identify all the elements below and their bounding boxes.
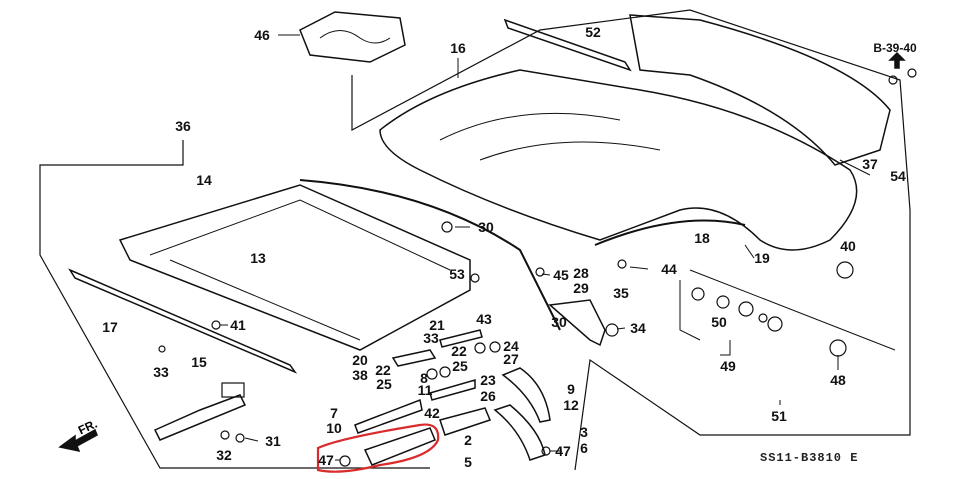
group-outline-36 [39,140,430,469]
callout-33: 33 [423,330,439,346]
callout-35: 35 [613,285,629,301]
arrow-up-icon [888,51,906,69]
callout-27: 27 [503,351,519,367]
callout-16: 16 [450,40,466,56]
callout-25b: 25 [452,358,468,374]
part-2-trim [439,407,492,436]
callout-33b: 33 [153,364,169,380]
callout-52: 52 [585,24,601,40]
callout-26: 26 [480,388,496,404]
callout-45: 45 [553,267,569,283]
callout-43: 43 [476,311,492,327]
callout-2: 2 [464,432,472,448]
part-16-soft-top [379,69,858,251]
callout-34: 34 [630,320,646,336]
part-28-strip [548,299,606,347]
callout-11: 11 [417,382,433,398]
callout-42: 42 [424,405,440,421]
part-20-plate [391,349,437,367]
callout-12: 12 [563,397,579,413]
callout-32: 32 [216,447,232,463]
part-15-bracket [153,394,247,441]
callout-5: 5 [464,454,472,470]
callout-47: 47 [318,452,334,468]
part-52-strip [503,18,632,72]
callout-23: 23 [480,372,496,388]
part-7-trim [354,398,423,434]
callout-21: 21 [429,317,445,333]
part-37-rear-frame [629,14,891,166]
callout-30: 30 [478,219,494,235]
front-arrow-icon [58,428,98,453]
callout-17: 17 [102,319,118,335]
callout-41: 41 [230,317,246,333]
group-outline-main [351,9,911,471]
callout-7: 7 [330,405,338,421]
reference-callout: B-39-40 [873,41,917,55]
callout-38: 38 [352,367,368,383]
part-14-frame [118,184,471,351]
part-17-rail [68,268,298,374]
callout-6: 6 [580,440,588,456]
callout-10: 10 [326,420,342,436]
callout-28: 28 [573,265,589,281]
callout-40: 40 [840,238,856,254]
callout-49: 49 [720,358,736,374]
callout-53: 53 [449,266,465,282]
callout-51: 51 [771,408,787,424]
callout-46: 46 [254,27,270,43]
callout-9: 9 [567,381,575,397]
callout-19: 19 [754,250,770,266]
callout-29: 29 [573,280,589,296]
callout-24: 24 [503,338,519,354]
callout-36: 36 [175,118,191,134]
callout-8: 8 [420,370,428,386]
callout-20: 20 [352,352,368,368]
callout-22b: 22 [375,362,391,378]
callout-30b: 30 [551,314,567,330]
callout-31: 31 [265,433,281,449]
part-18-molding [594,219,746,246]
part-11-trim [429,379,476,401]
callout-25: 25 [376,376,392,392]
callout-13: 13 [250,250,266,266]
highlight-outline [316,423,440,473]
callout-44: 44 [661,261,677,277]
part-21-plate [439,329,483,348]
fasteners [158,68,917,467]
diagram-code: SS11-B3810 E [760,451,859,465]
callout-3: 3 [580,424,588,440]
part-46-pad [299,11,406,63]
part-9-trim [501,367,551,423]
part-3-trim [493,404,546,461]
callout-50: 50 [711,314,727,330]
part-highlighted-trim [363,427,436,466]
callout-47b: 47 [555,443,571,459]
callout-15: 15 [191,354,207,370]
callout-54: 54 [890,168,906,184]
callout-14: 14 [196,172,212,188]
callout-48: 48 [830,372,846,388]
callout-22: 22 [451,343,467,359]
callout-37: 37 [862,156,878,172]
callout-18: 18 [694,230,710,246]
